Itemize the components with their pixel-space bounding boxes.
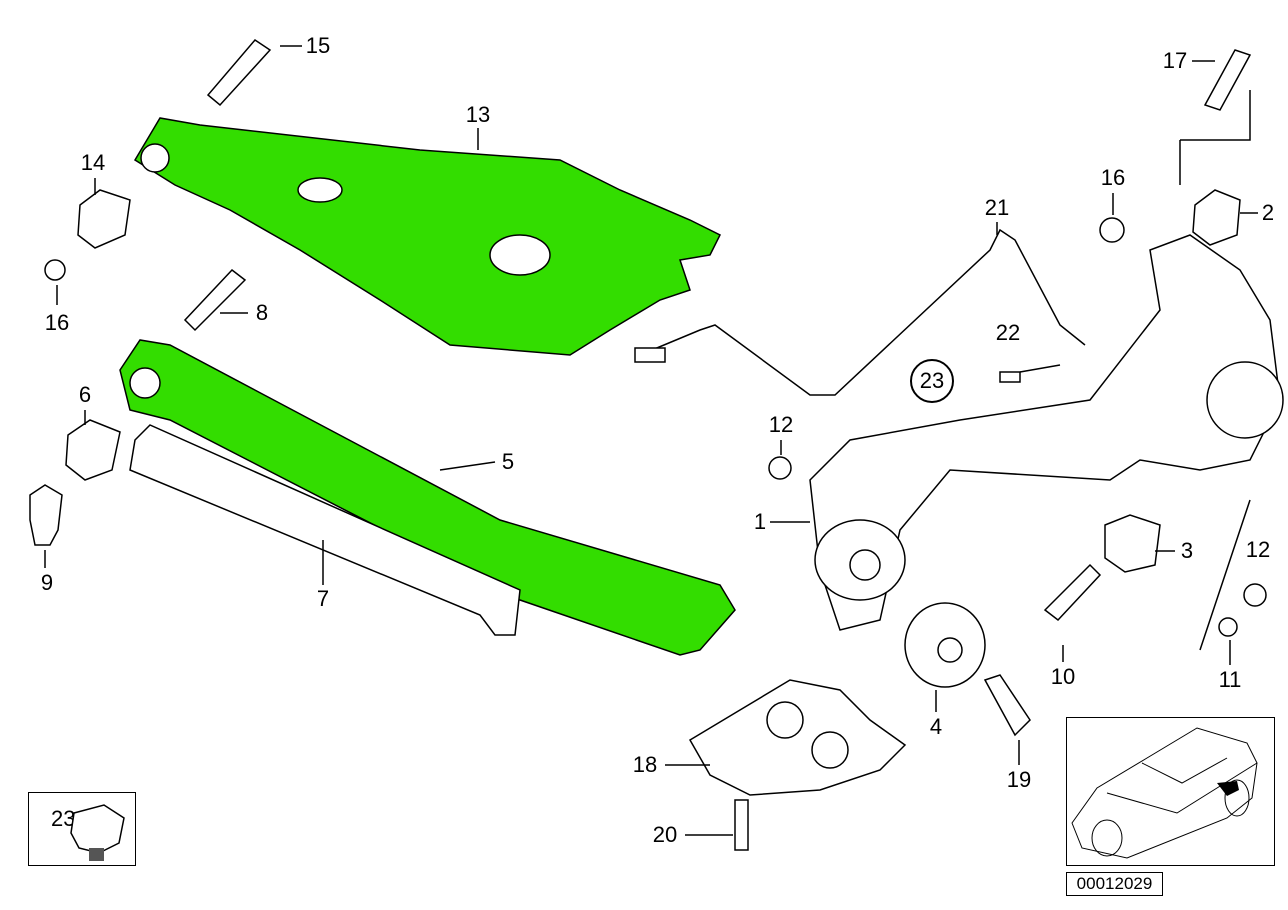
- sensor-cable-21: [639, 228, 1086, 396]
- callout-16-right: 16: [1100, 165, 1126, 190]
- hub-bore: [1206, 361, 1284, 439]
- callout-18: 18: [632, 752, 658, 777]
- callout-6: 6: [78, 382, 92, 407]
- bolt-17: [1203, 49, 1252, 111]
- nut-16-right: [1099, 217, 1125, 243]
- callout-7: 7: [316, 586, 330, 611]
- vehicle-location-inset: [1066, 717, 1275, 866]
- callout-19: 19: [1006, 767, 1032, 792]
- bushing-14: [77, 189, 131, 249]
- callout-21: 21: [984, 195, 1010, 220]
- bolt-8: [183, 268, 247, 332]
- inset-part-23: 23: [28, 792, 136, 866]
- clip-9: [29, 484, 63, 546]
- nut-12-right: [1243, 583, 1267, 607]
- callout-17: 17: [1162, 48, 1188, 73]
- callout-15: 15: [305, 33, 331, 58]
- bushing-3: [1104, 514, 1161, 573]
- screw-22: [999, 371, 1021, 383]
- cover-7: [129, 424, 521, 636]
- callout-23-inset: 23: [51, 806, 76, 831]
- washer-11: [1218, 617, 1238, 637]
- callout-1: 1: [753, 509, 767, 534]
- bushing-2: [1192, 189, 1241, 246]
- bolt-20: [734, 799, 749, 851]
- callout-13: 13: [465, 102, 491, 127]
- callout-14: 14: [80, 150, 106, 175]
- callout-5: 5: [501, 449, 515, 474]
- car-outline-icon: [1071, 727, 1258, 859]
- bushing-6: [65, 419, 121, 481]
- control-arm-13: [133, 117, 722, 356]
- callout-11: 11: [1218, 667, 1242, 692]
- callout-9: 9: [40, 570, 54, 595]
- nut-16-left: [44, 259, 66, 281]
- nut-12-left: [768, 456, 792, 480]
- bolt-10: [1043, 563, 1102, 622]
- clip-23-icon: [70, 804, 125, 861]
- callout-3: 3: [1180, 538, 1194, 563]
- callout-8: 8: [255, 300, 269, 325]
- callout-20: 20: [652, 822, 678, 847]
- mount-18: [688, 679, 907, 796]
- callout-23-circled: 23: [910, 359, 954, 403]
- trailing-arm-5: [119, 339, 736, 656]
- callout-12-right: 12: [1245, 537, 1271, 562]
- callout-10: 10: [1050, 664, 1076, 689]
- bolt-15: [206, 39, 272, 107]
- sensor-21: [634, 347, 666, 363]
- callout-22: 22: [995, 320, 1021, 345]
- bolt-19: [983, 674, 1031, 737]
- callout-4: 4: [929, 714, 943, 739]
- callout-16-left: 16: [44, 310, 70, 335]
- callout-12-left: 12: [768, 412, 794, 437]
- diagram-id: 00012029: [1066, 872, 1163, 896]
- callout-2: 2: [1261, 200, 1275, 225]
